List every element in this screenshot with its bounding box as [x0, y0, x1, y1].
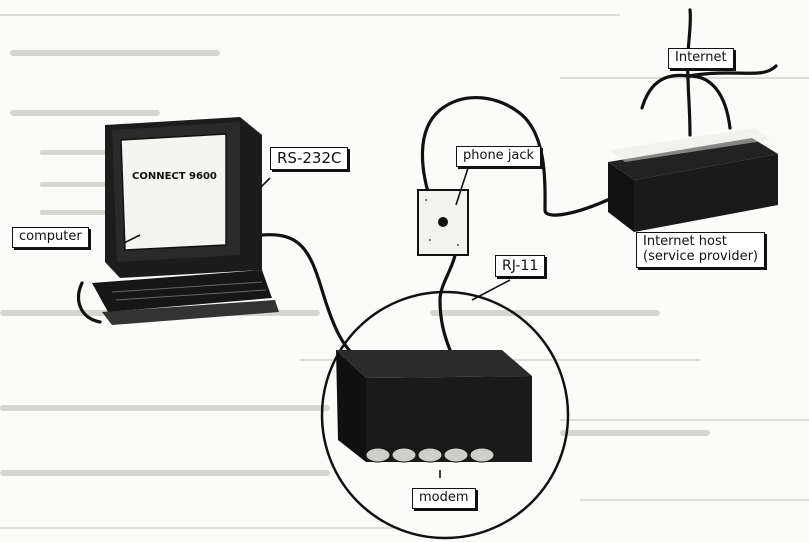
internet-label: Internet	[668, 48, 734, 69]
internet-host-label-line2: (service provider)	[643, 248, 759, 264]
computer-icon: CONNECT 9600	[92, 117, 279, 325]
phone-jack-icon	[417, 189, 469, 256]
rs232c-label: RS-232C	[270, 147, 349, 171]
internet-host-icon	[608, 128, 778, 232]
modem-highlight-circle	[320, 290, 570, 540]
computer-power-cable	[77, 281, 102, 324]
computer-label: computer	[12, 227, 89, 248]
internet-host-label-line1: Internet host	[643, 234, 727, 249]
rj11-cable	[438, 253, 457, 352]
phone-line-cable	[420, 96, 614, 217]
rs232-cable	[260, 233, 364, 362]
screen-text: CONNECT 9600	[132, 171, 217, 182]
label-pointers	[123, 167, 511, 478]
phone-jack-label: phone jack	[456, 146, 542, 167]
internet-host-label: Internet host (service provider)	[636, 232, 766, 268]
modem-label: modem	[412, 488, 476, 509]
rj11-label: RJ-11	[495, 255, 546, 278]
cables	[77, 96, 614, 362]
modem-icon	[336, 350, 532, 463]
internet-cloud-lines	[640, 8, 778, 137]
